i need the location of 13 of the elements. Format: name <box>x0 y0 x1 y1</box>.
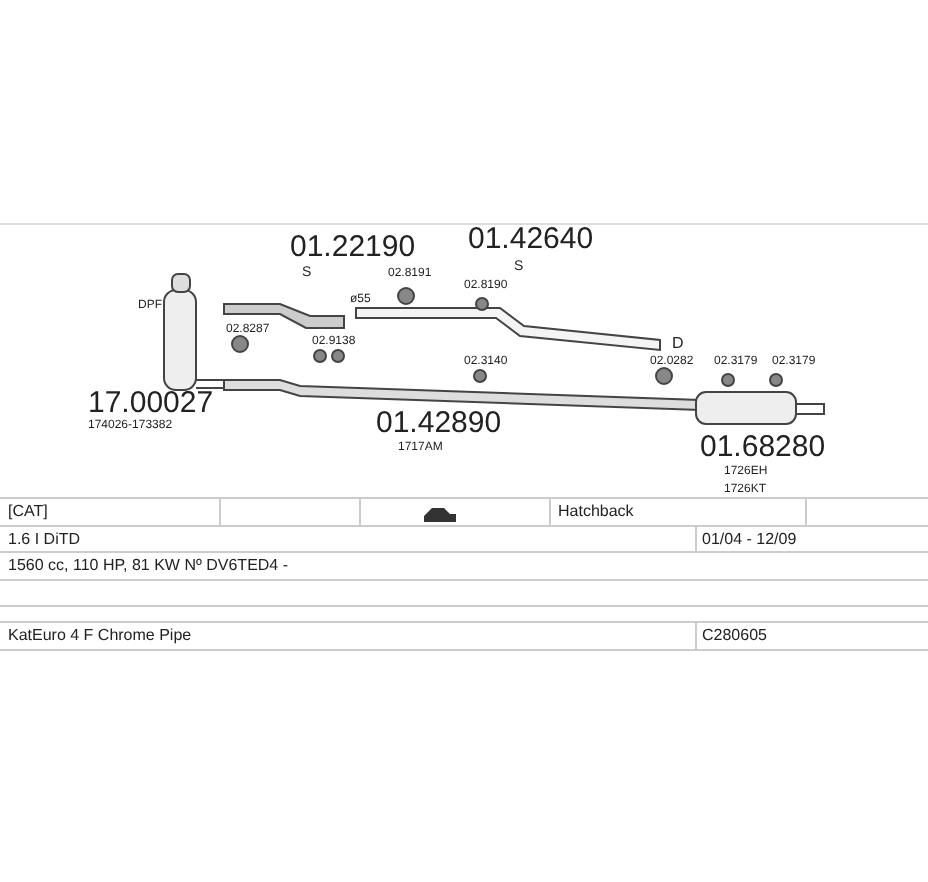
part-number: 01.22190 <box>290 232 416 262</box>
table-cell: Hatchback <box>558 504 634 520</box>
table-cell: 1.6 I DiTD <box>8 532 81 548</box>
part-number: 01.42640 <box>468 224 594 254</box>
table-cell: KatEuro 4 F Chrome Pipe <box>8 628 192 644</box>
table-cell: 01/04 - 12/09 <box>702 532 797 548</box>
part-number: 17.00027 <box>88 388 214 418</box>
part-number: 01.42890 <box>376 408 502 438</box>
part-number: 01.68280 <box>700 432 826 462</box>
table-cell: 1560 cc, 110 HP, 81 KW Nº DV6TED4 - <box>8 558 289 574</box>
pipe-end-mark: D <box>672 336 684 352</box>
table-cell: [CAT] <box>8 504 48 520</box>
table-cell: C280605 <box>702 628 767 644</box>
